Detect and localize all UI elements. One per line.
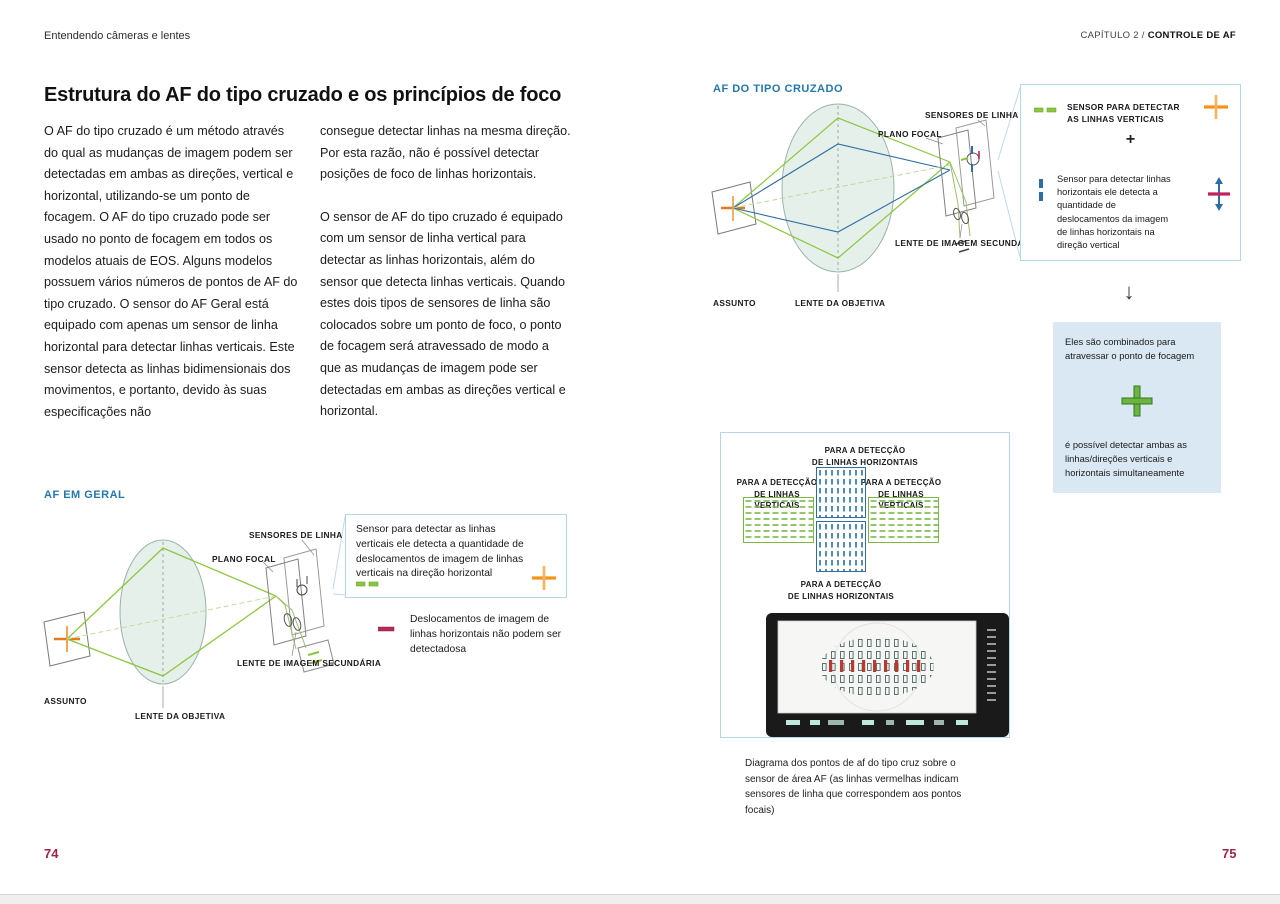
figure-caption: Diagrama dos pontos de af do tipo cruz s… bbox=[745, 758, 962, 816]
horizontal-sensor-text: Sensor para detectar linhas horizontais … bbox=[1057, 174, 1171, 251]
green-cross-icon bbox=[1119, 383, 1155, 419]
vertical-line-sensor-block-left bbox=[743, 497, 814, 543]
callout-text: Sensor para detectar as linhas verticais… bbox=[356, 524, 524, 580]
running-head-left: Entendendo câmeras e lentes bbox=[44, 30, 191, 42]
combine-top-text: Eles são combinados para atravessar o po… bbox=[1065, 336, 1195, 361]
combine-bottom-text: é possível detectar ambas as linhas/dire… bbox=[1065, 439, 1187, 478]
viewfinder-image bbox=[766, 613, 1009, 737]
label-objective-lens-left: LENTE DA OBJETIVA bbox=[135, 711, 226, 721]
horizontal-line-sensor-block-top bbox=[816, 467, 866, 518]
body-column-2: consegue detectar linhas na mesma direçã… bbox=[320, 121, 572, 423]
vertical-line-sensor-callout: Sensor para detectar as linhas verticais… bbox=[345, 514, 567, 598]
plus-sign: + bbox=[1125, 131, 1136, 148]
vertical-sensor-label: SENSOR PARA DETECTAR AS LINHAS VERTICAIS bbox=[1067, 102, 1180, 124]
label-secondary-lens-left: LENTE DE IMAGEM SECUNDÁRIA bbox=[237, 658, 382, 668]
chapter-number: CAPÍTULO 2 / bbox=[1080, 30, 1145, 41]
orange-cross-icon bbox=[530, 564, 558, 592]
page-bottom-edge bbox=[0, 894, 1280, 904]
page-title: Estrutura do AF do tipo cruzado e os pri… bbox=[44, 84, 562, 106]
label-subject-left: ASSUNTO bbox=[44, 696, 87, 706]
section-title-row: Estrutura do AF do tipo cruzado e os pri… bbox=[44, 84, 566, 107]
green-dashes-icon bbox=[1033, 106, 1058, 114]
page-number-right: 75 bbox=[1222, 846, 1237, 861]
diagram-heading-af-cruzado: AF DO TIPO CRUZADO bbox=[713, 83, 843, 95]
label-focal-plane-left: PLANO FOCAL bbox=[212, 554, 276, 564]
red-dash-icon bbox=[377, 619, 396, 637]
chapter-title: CONTROLE DE AF bbox=[1147, 30, 1236, 41]
down-arrow: ↓ bbox=[1123, 279, 1135, 304]
cross-sensor-callout: SENSOR PARA DETECTAR AS LINHAS VERTICAIS… bbox=[1020, 84, 1241, 261]
page-number-left: 74 bbox=[44, 846, 59, 861]
af-sensor-map-box: PARA A DETECÇÃO DE LINHAS HORIZONTAIS PA… bbox=[720, 432, 1010, 738]
label-secondary-lens-right: LENTE DE IMAGEM SECUNDÁRIA bbox=[895, 238, 1040, 248]
label-focal-plane-right: PLANO FOCAL bbox=[878, 129, 942, 139]
label-objective-lens-right: LENTE DA OBJETIVA bbox=[795, 298, 886, 308]
vertical-line-sensor-block-right bbox=[868, 497, 939, 543]
paragraph: O sensor de AF do tipo cruzado é equipad… bbox=[320, 209, 566, 419]
running-head-right: CAPÍTULO 2 / CONTROLE DE AF bbox=[1080, 30, 1236, 41]
af-cruzado-diagram bbox=[711, 103, 995, 292]
green-dashes-icon bbox=[355, 580, 380, 588]
label-line-sensors-left: SENSORES DE LINHA bbox=[249, 530, 343, 540]
combined-sensors-box: Eles são combinados para atravessar o po… bbox=[1053, 322, 1221, 493]
label-horizontal-detection-top: PARA A DETECÇÃO DE LINHAS HORIZONTAIS bbox=[811, 446, 919, 467]
horizontal-lines-note: Deslocamentos de imagem de linhas horizo… bbox=[410, 614, 562, 655]
body-column-1: O AF do tipo cruzado é um método através… bbox=[44, 124, 298, 419]
label-subject-right: ASSUNTO bbox=[713, 298, 756, 308]
diagram-heading-af-em-geral: AF EM GERAL bbox=[44, 489, 126, 501]
blue-dashes-icon bbox=[1037, 179, 1045, 203]
label-horizontal-detection-bottom: PARA A DETECÇÃO DE LINHAS HORIZONTAIS bbox=[787, 580, 895, 601]
paragraph: consegue detectar linhas na mesma direçã… bbox=[320, 124, 571, 182]
af-geral-diagram bbox=[43, 539, 335, 708]
label-line-sensors-right: SENSORES DE LINHA bbox=[925, 110, 1019, 120]
orange-cross-icon bbox=[1202, 93, 1230, 121]
horizontal-line-sensor-block-bottom bbox=[816, 521, 866, 572]
cross-with-arrows-icon bbox=[1204, 177, 1234, 211]
